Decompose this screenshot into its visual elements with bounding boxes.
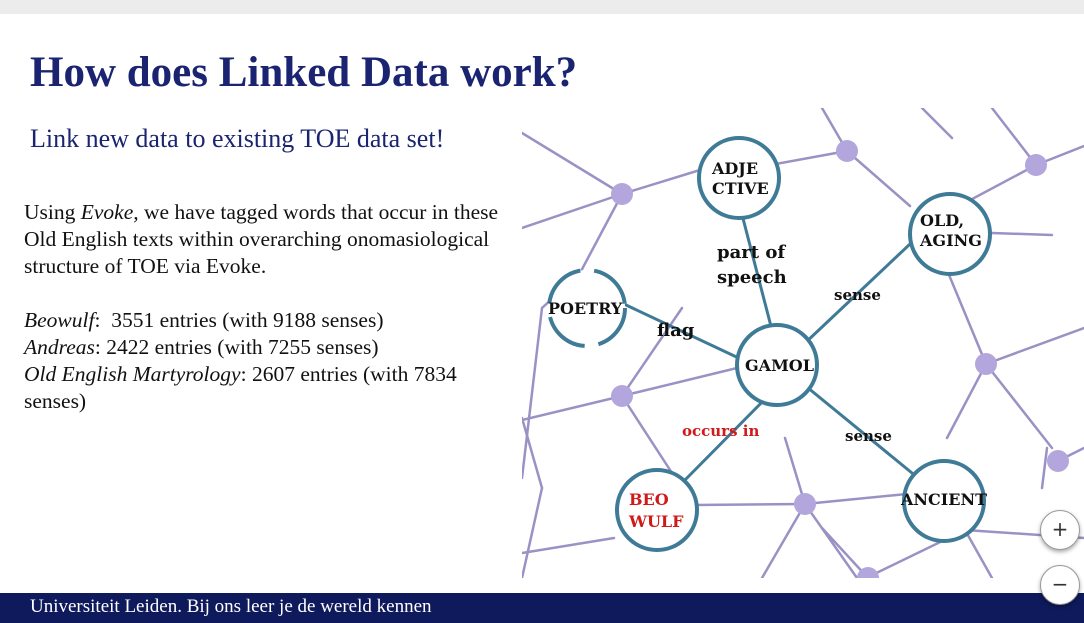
entry-title: Old English Martyrology	[24, 362, 241, 386]
linked-data-diagram: ADJE CTIVE OLD, AGING POETRY GAMOL BEO W…	[522, 108, 1084, 578]
node-old-aging: OLD, AGING	[908, 192, 992, 276]
top-bar	[0, 0, 1084, 14]
slide: How does Linked Data work? Link new data…	[0, 14, 1084, 623]
entry-title: Beowulf	[24, 308, 95, 332]
entry-martyrology: Old English Martyrology: 2607 entries (w…	[24, 361, 504, 415]
svg-text:CTIVE: CTIVE	[712, 179, 769, 198]
svg-text:POETRY: POETRY	[548, 299, 623, 318]
node-ancient: ANCIENT	[900, 459, 987, 543]
concept-edges	[624, 201, 929, 483]
svg-text:BEO: BEO	[629, 490, 669, 509]
footer-bar: Universiteit Leiden. Bij ons leer je de …	[0, 593, 1084, 623]
entry-beowulf: Beowulf: 3551 entries (with 9188 senses)	[24, 307, 504, 334]
footer-text: Universiteit Leiden. Bij ons leer je de …	[30, 596, 432, 617]
svg-text:ADJE: ADJE	[711, 159, 758, 178]
node-poetry: POETRY	[547, 268, 627, 348]
network-dots	[611, 140, 1069, 578]
evoke-term: Evoke,	[80, 200, 139, 224]
svg-text:ANCIENT: ANCIENT	[900, 490, 987, 509]
slide-title: How does Linked Data work?	[30, 49, 578, 96]
svg-text:AGING: AGING	[919, 231, 982, 250]
entry-separator: :	[94, 308, 112, 332]
edge-labels: part of speech sense flag occurs in sens…	[657, 242, 892, 445]
intro-text-start: Using	[24, 200, 81, 224]
zoom-out-button[interactable]: −	[1040, 565, 1080, 605]
intro-paragraph: Using Evoke, we have tagged words that o…	[24, 199, 504, 280]
entry-count: 3551 entries (with 9188 senses)	[111, 308, 384, 332]
entry-separator: :	[94, 335, 107, 359]
intro-text-end: we have tagged words that occur in these…	[24, 200, 499, 278]
edge-label-occurs-in: occurs in	[682, 422, 759, 440]
slide-body: Using Evoke, we have tagged words that o…	[24, 199, 504, 415]
entry-andreas: Andreas: 2422 entries (with 7255 senses)	[24, 334, 504, 361]
edge-label-sense-upper: sense	[834, 286, 881, 304]
edge-label-sense-lower: sense	[845, 427, 892, 445]
entry-title: Andreas	[24, 335, 95, 359]
entry-separator: :	[240, 362, 252, 386]
zoom-in-button[interactable]: +	[1040, 510, 1080, 550]
background-network	[522, 108, 1084, 578]
entry-count: 2607 entries (with 7834 senses)	[24, 362, 457, 413]
edge-label-flag: flag	[657, 320, 695, 341]
entry-count: 2422 entries (with 7255 senses)	[106, 335, 379, 359]
node-adjective: ADJE CTIVE	[697, 136, 781, 220]
svg-text:OLD,: OLD,	[920, 211, 964, 230]
slide-subtitle: Link new data to existing TOE data set!	[30, 124, 445, 153]
node-beowulf: BEO WULF	[615, 468, 699, 552]
svg-text:GAMOL: GAMOL	[745, 356, 814, 375]
svg-text:WULF: WULF	[628, 512, 684, 531]
edge-label-part-of: part of	[717, 242, 786, 263]
node-gamol: GAMOL	[735, 323, 819, 407]
edge-label-speech: speech	[717, 267, 787, 288]
